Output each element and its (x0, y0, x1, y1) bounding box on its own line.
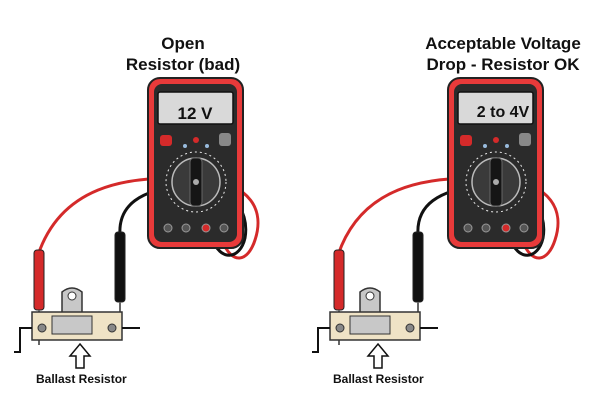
left-title: Open Resistor (bad) (118, 33, 248, 75)
right-resistor-caption: Ballast Resistor (333, 372, 424, 386)
ballast-resistor-icon (312, 287, 438, 353)
right-title-line2: Drop - Resistor OK (426, 55, 580, 74)
left-resistor-caption: Ballast Resistor (36, 372, 127, 386)
left-title-line1: Open (161, 34, 205, 53)
ballast-resistor-icon (14, 287, 140, 353)
right-title: Acceptable Voltage Drop - Resistor OK (408, 33, 598, 75)
left-meter-reading: 12 V (177, 104, 213, 123)
probe-black-icon (412, 231, 424, 322)
left-title-line2: Resistor (bad) (125, 55, 241, 74)
arrow-up-icon (367, 343, 389, 369)
left-panel (14, 77, 260, 369)
right-panel (312, 77, 560, 369)
right-meter-reading: 2 to 4V (476, 104, 530, 121)
probe-black-icon (114, 231, 126, 322)
right-title-line1: Acceptable Voltage (425, 34, 581, 53)
arrow-up-icon (69, 343, 91, 369)
